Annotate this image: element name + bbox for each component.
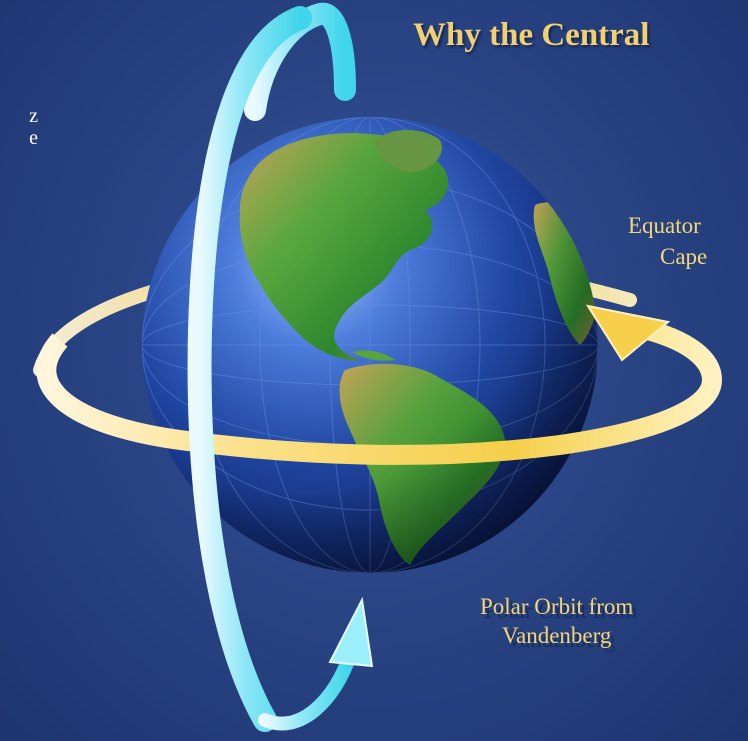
polar-orbit	[187, 6, 374, 732]
polar-orbit-label-line1: Polar Orbit from	[480, 594, 634, 619]
polar-arrow-icon	[328, 596, 374, 668]
polar-orbit-label: Polar Orbit from Vandenberg Polar Orbit …	[480, 593, 637, 652]
side-text-fragment-1: z	[29, 106, 38, 126]
equatorial-orbit	[36, 304, 723, 465]
slide-title: Why the Central	[413, 17, 650, 53]
equatorial-orbit-label-line1: Equator	[628, 213, 701, 238]
side-text-fragment-2: e	[29, 128, 38, 148]
equatorial-orbit-label-line2: Cape	[660, 244, 708, 269]
equatorial-arrow-icon	[585, 304, 671, 362]
polar-orbit-label-shadow: Polar Orbit from Vandenberg	[484, 598, 638, 652]
polar-orbit-back	[244, 2, 356, 121]
polar-orbit-label-line2: Vandenberg	[501, 622, 612, 648]
